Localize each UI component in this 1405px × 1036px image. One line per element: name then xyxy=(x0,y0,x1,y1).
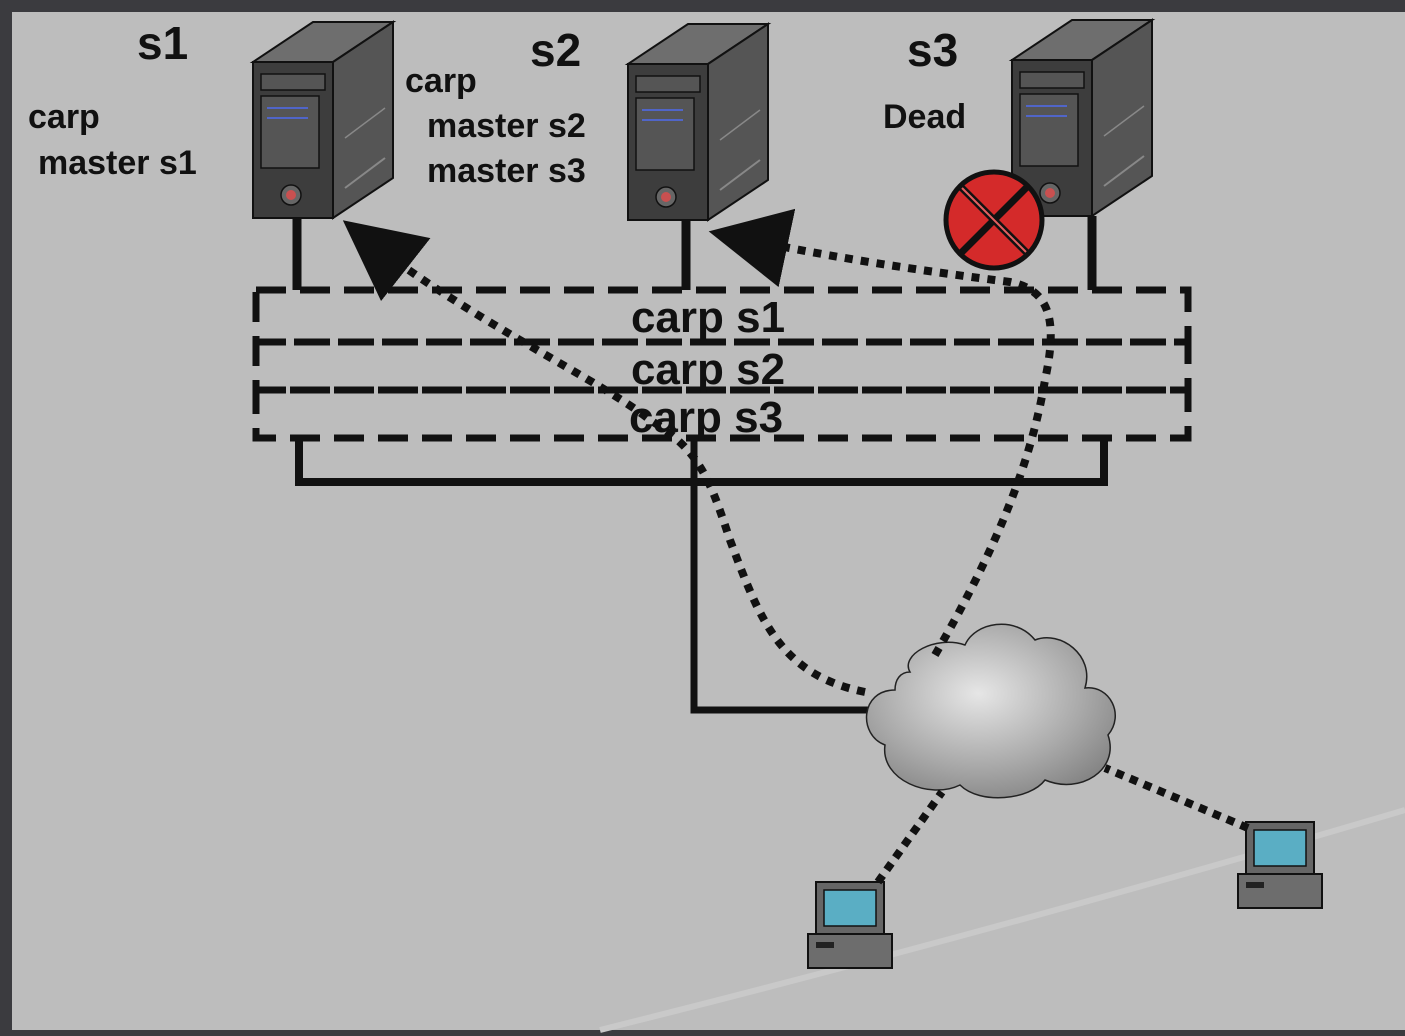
bus-to-cloud-line xyxy=(690,438,868,714)
server-s2-note-1: carp xyxy=(405,62,477,100)
carp-bus-line xyxy=(295,438,1108,486)
traffic-path-to-s1 xyxy=(342,220,866,696)
carp-groups xyxy=(252,286,1192,442)
network-cloud-icon xyxy=(865,623,1116,799)
carp-group-s2-box xyxy=(252,338,1192,394)
carp-group-s3-label: carp s3 xyxy=(629,393,783,442)
carp-group-s2-label: carp s2 xyxy=(631,345,785,394)
server-s3-status: Dead xyxy=(883,98,966,136)
server-s3-name: s3 xyxy=(907,24,958,76)
dead-x-marker-icon xyxy=(943,169,1045,271)
carp-group-s3-box xyxy=(252,386,1192,442)
server-s2-note-3: master s3 xyxy=(427,152,586,190)
client-right-link xyxy=(1103,764,1250,832)
server-s1-icon xyxy=(249,20,397,220)
client-left-icon xyxy=(807,881,893,969)
carp-group-s1-label: carp s1 xyxy=(631,293,785,342)
client-right-icon xyxy=(1237,821,1323,909)
server-s3-icon xyxy=(1008,18,1156,218)
server-s1-note-2: master s1 xyxy=(38,144,197,182)
server-s2-name: s2 xyxy=(530,24,581,76)
server-s1-name: s1 xyxy=(137,17,188,69)
server-s2-icon xyxy=(624,22,772,222)
carp-group-s1-box xyxy=(252,286,1192,346)
server-s2-note-2: master s2 xyxy=(427,107,586,145)
server-s1-note-1: carp xyxy=(28,98,100,136)
client-left-link xyxy=(874,789,946,885)
